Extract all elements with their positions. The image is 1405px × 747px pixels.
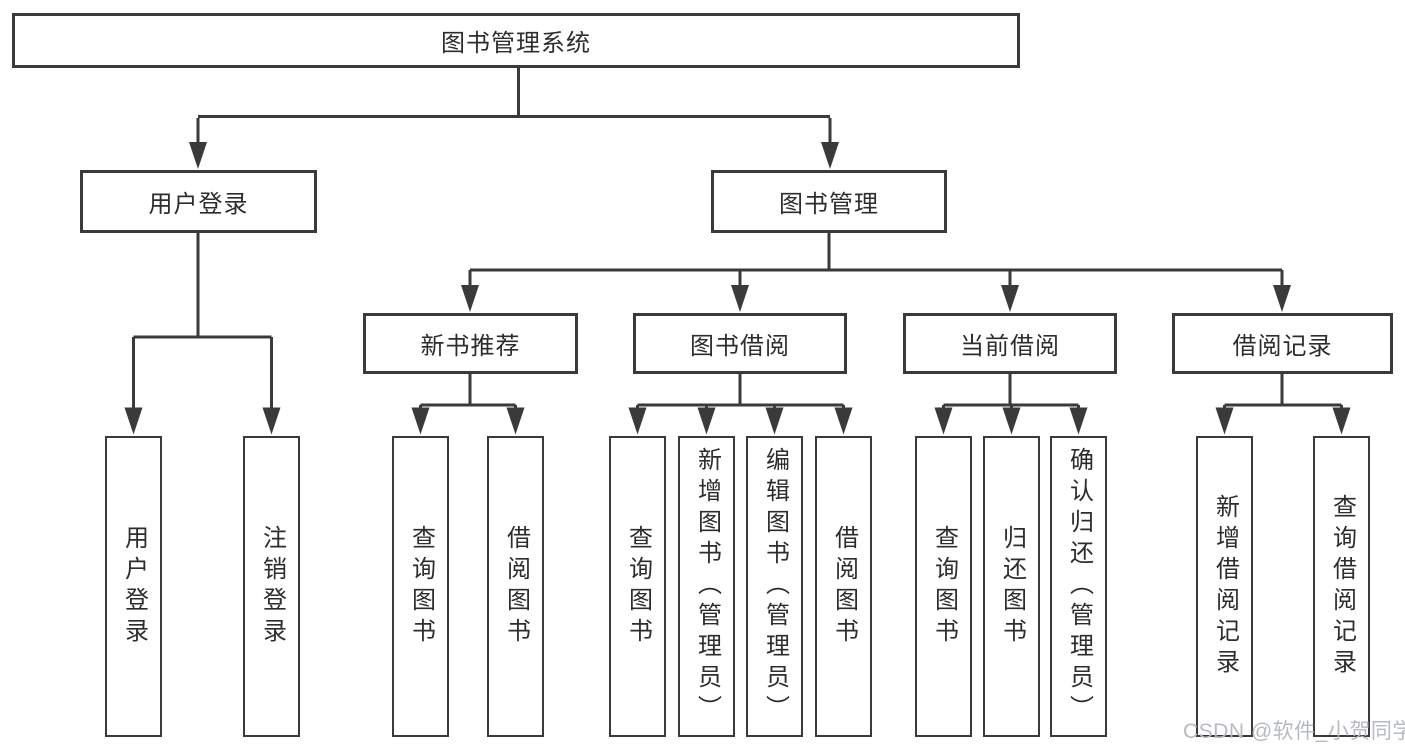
- leaf-user-login-label: 用户登录: [120, 524, 148, 649]
- leaf-newbook-borrow-books: 借阅图书: [487, 436, 544, 737]
- connector-root-to-level1: [189, 68, 839, 169]
- connector-current-borrowing-to-leaves: [934, 374, 1088, 435]
- leaf-current-query-books-label: 查询图书: [930, 524, 958, 649]
- leaf-add-books-admin-label: 新增图书（管理员）: [693, 447, 721, 726]
- leaf-edit-books-admin: 编辑图书（管理员）: [746, 436, 803, 737]
- watermark: CSDN @软件_小贺同学: [1183, 720, 1405, 743]
- leaf-user-login: 用户登录: [105, 436, 162, 737]
- leaf-newbook-query-books-label: 查询图书: [407, 524, 435, 649]
- connector-book-borrowing-to-leaves: [628, 374, 853, 435]
- node-library-management-system: 图书管理系统: [12, 13, 1020, 68]
- node-book-management: 图书管理: [711, 170, 947, 233]
- leaf-confirm-return-admin: 确认归还（管理员）: [1050, 436, 1107, 737]
- leaf-return-books-label: 归还图书: [998, 524, 1026, 649]
- node-user-login: 用户登录: [80, 170, 317, 233]
- leaf-borrowing-borrow-books: 借阅图书: [815, 436, 872, 737]
- connector-borrowing-records-to-leaves: [1215, 374, 1351, 435]
- leaf-logout: 注销登录: [243, 436, 300, 737]
- leaf-borrowing-borrow-books-label: 借阅图书: [830, 524, 858, 649]
- leaf-borrowing-query-books: 查询图书: [609, 436, 666, 737]
- leaf-logout-label: 注销登录: [258, 524, 286, 649]
- leaf-newbook-query-books: 查询图书: [392, 436, 449, 737]
- leaf-edit-books-admin-label: 编辑图书（管理员）: [761, 447, 789, 726]
- leaf-add-borrow-record: 新增借阅记录: [1196, 436, 1253, 737]
- leaf-return-books: 归还图书: [983, 436, 1040, 737]
- node-new-book-recommendation: 新书推荐: [363, 313, 578, 374]
- leaf-current-query-books: 查询图书: [915, 436, 972, 737]
- node-borrowing-records: 借阅记录: [1172, 313, 1393, 374]
- leaf-borrowing-query-books-label: 查询图书: [624, 524, 652, 649]
- node-book-borrowing: 图书借阅: [633, 313, 847, 374]
- leaf-query-borrow-record: 查询借阅记录: [1313, 436, 1370, 737]
- connector-book-management-to-level2: [461, 233, 1291, 312]
- leaf-add-borrow-record-label: 新增借阅记录: [1211, 493, 1239, 680]
- leaf-add-books-admin: 新增图书（管理员）: [678, 436, 735, 737]
- leaf-newbook-borrow-books-label: 借阅图书: [502, 524, 530, 649]
- leaf-query-borrow-record-label: 查询借阅记录: [1328, 493, 1356, 680]
- leaf-confirm-return-admin-label: 确认归还（管理员）: [1065, 447, 1093, 726]
- connector-new-book-to-leaves: [411, 374, 525, 435]
- node-current-borrowing: 当前借阅: [903, 313, 1117, 374]
- connector-user-login-to-leaves: [124, 233, 281, 435]
